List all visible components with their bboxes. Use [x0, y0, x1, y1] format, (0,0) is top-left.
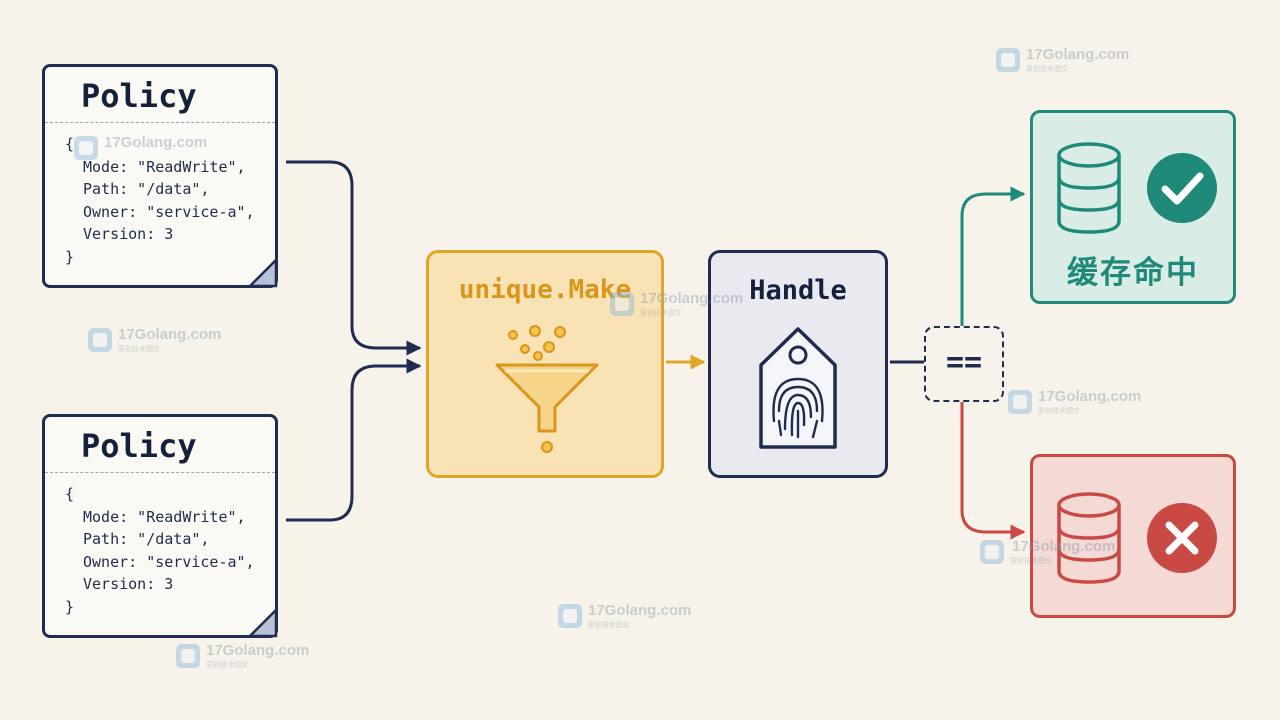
watermark-logo-icon: [980, 540, 1004, 564]
watermark-sub: 原创技术图文: [588, 621, 630, 629]
code-line: Mode: "ReadWrite",: [83, 157, 246, 176]
database-icon: [1057, 142, 1121, 234]
fingerprint-tag-icon: [759, 327, 837, 449]
handle-node: Handle: [708, 250, 888, 478]
page-fold-icon: [248, 258, 278, 288]
watermark-sub: 原创技术图文: [640, 309, 682, 317]
watermark-sub: 原创技术图文: [118, 345, 160, 353]
policy-card: Policy { Mode: "ReadWrite", Path: "/data…: [42, 414, 278, 638]
watermark-name: 17Golang.com: [118, 326, 222, 343]
policy-code: { Mode: "ReadWrite", Path: "/data", Owne…: [65, 133, 255, 268]
watermark-logo-icon: [558, 604, 582, 628]
watermark: 17Golang.com 原创技术图文: [558, 602, 728, 636]
policy-title: Policy: [81, 427, 197, 465]
policy-card: Policy { Mode: "ReadWrite", Path: "/data…: [42, 64, 278, 288]
code-line: Owner: "service-a",: [83, 552, 255, 571]
watermark: 17Golang.com 原创技术图文: [88, 326, 258, 360]
watermark-sub: 原创技术图文: [206, 661, 248, 669]
watermark: 17Golang.com 原创技术图文: [610, 290, 780, 324]
watermark-name: 17Golang.com: [1026, 46, 1130, 63]
watermark-name: 17Golang.com: [1012, 538, 1116, 555]
make-label: unique.Make: [458, 275, 632, 305]
watermark-logo-icon: [74, 136, 98, 160]
code-line: Owner: "service-a",: [83, 202, 255, 221]
cache-hit-node: 缓存命中: [1030, 110, 1236, 304]
arrow-compare-to-miss: [960, 402, 1026, 540]
code-line: {: [65, 135, 75, 153]
watermark: 17Golang.com 原创技术图文: [980, 538, 1150, 572]
watermark-logo-icon: [88, 328, 112, 352]
watermark-logo-icon: [1008, 390, 1032, 414]
handle-label: Handle: [749, 275, 847, 306]
funnel-icon: [495, 325, 599, 453]
policy-divider: [45, 122, 275, 123]
watermark: 17Golang.com 原创技术图文: [996, 46, 1166, 80]
policy-title: Policy: [81, 77, 197, 115]
code-line: Version: 3: [83, 225, 174, 243]
code-line: Path: "/data",: [83, 530, 210, 548]
watermark-sub: 原创技术图文: [1038, 407, 1080, 415]
equality-check: ==: [924, 326, 1004, 402]
code-line: Mode: "ReadWrite",: [83, 507, 246, 526]
cache-hit-label: 缓存命中: [1067, 255, 1199, 291]
code-line: {: [65, 485, 75, 503]
watermark-name: 17Golang.com: [1038, 388, 1142, 405]
watermark-name: 17Golang.com: [104, 134, 208, 151]
code-line: }: [65, 247, 75, 266]
check-circle-icon: [1147, 153, 1217, 223]
policy-divider: [45, 472, 275, 473]
code-line: }: [65, 597, 75, 616]
unique-make-node: unique.Make: [426, 250, 664, 478]
watermark-sub: 原创技术图文: [1010, 557, 1052, 565]
watermark-name: 17Golang.com: [206, 642, 310, 659]
watermark-sub: 原创技术图文: [1026, 65, 1068, 73]
arrow-policy1-to-make: [286, 160, 422, 356]
policy-code: { Mode: "ReadWrite", Path: "/data", Owne…: [65, 483, 255, 618]
watermark-name: 17Golang.com: [640, 290, 744, 307]
watermark: 17Golang.com 原创技术图文: [1008, 388, 1178, 422]
code-line: Version: 3: [83, 575, 174, 593]
watermark: 17Golang.com 原创技术图文: [176, 642, 346, 676]
x-circle-icon: [1147, 503, 1217, 573]
watermark-logo-icon: [176, 644, 200, 668]
database-icon: [1057, 492, 1121, 584]
code-line: Path: "/data",: [83, 180, 210, 198]
watermark: 17Golang.com: [74, 134, 244, 168]
arrow-compare-to-hit: [960, 186, 1026, 326]
cache-miss-node: [1030, 454, 1236, 618]
watermark-logo-icon: [996, 48, 1020, 72]
watermark-logo-icon: [610, 292, 634, 316]
page-fold-icon: [248, 608, 278, 638]
arrow-policy2-to-make: [286, 358, 422, 522]
watermark-name: 17Golang.com: [588, 602, 692, 619]
